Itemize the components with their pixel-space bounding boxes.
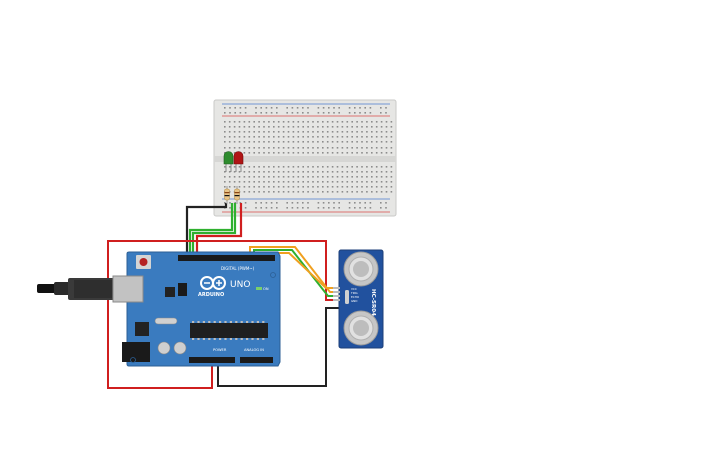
usb-port (112, 275, 144, 303)
wires (107, 203, 340, 389)
board-model-label: UNO (230, 280, 250, 290)
ultrasonic-sensor[interactable]: VCC TRIG ECHO GND HC-SR04 (333, 249, 384, 349)
arduino-logo-text: ARDUINO (198, 292, 224, 298)
crystal-oscillator (154, 317, 178, 325)
analog-header[interactable] (240, 357, 273, 363)
atmega-chip (190, 321, 268, 340)
sensor-pin-vcc: VCC (351, 287, 357, 291)
resistor-1[interactable] (224, 186, 230, 204)
voltage-regulator (135, 322, 149, 336)
arduino-logo (200, 276, 226, 290)
breadboard[interactable] (213, 99, 397, 217)
wire-green-led[interactable] (188, 203, 234, 258)
power-header[interactable] (189, 357, 235, 363)
arduino-uno[interactable]: ARDUINO UNO DIGITAL (PWM~) POWER ANALOG … (37, 251, 281, 367)
sensor-transducer-bottom (343, 310, 379, 346)
sensor-crystal (345, 290, 349, 304)
wire-ground-breadboard[interactable] (185, 203, 228, 258)
capacitor-2 (173, 341, 187, 355)
mounting-hole-1 (270, 272, 276, 278)
breadboard-holes (224, 107, 393, 209)
digital-header[interactable] (178, 255, 275, 261)
usb-chip (165, 287, 175, 297)
icsp-header (178, 283, 187, 296)
sensor-pins[interactable] (333, 287, 340, 301)
reset-button-cap[interactable] (139, 258, 148, 266)
wire-red-led[interactable] (195, 203, 243, 258)
power-jack (122, 342, 150, 362)
wire-ground-sensor[interactable] (217, 307, 340, 387)
sensor-model-label: HC-SR04 (370, 289, 376, 316)
led-red[interactable] (233, 151, 244, 173)
wire-power-loop[interactable] (107, 240, 340, 389)
usb-cable (37, 278, 118, 300)
wire-green-led-2[interactable] (191, 203, 237, 258)
mounting-hole-2 (130, 357, 136, 363)
sensor-pin-echo: ECHO (351, 295, 360, 299)
sensor-transducer-top (343, 251, 379, 287)
analog-header-label: ANALOG IN (244, 348, 264, 352)
sensor-pin-gnd: GND (351, 299, 357, 303)
capacitor-1 (157, 341, 171, 355)
breadboard-channel (214, 156, 396, 162)
led-green[interactable] (223, 151, 234, 173)
on-led-label: ON (263, 287, 269, 291)
on-led (256, 287, 262, 290)
digital-header-label: DIGITAL (PWM~) (221, 266, 255, 271)
resistor-2[interactable] (234, 186, 240, 204)
power-header-label: POWER (213, 348, 227, 352)
sensor-pin-trig: TRIG (350, 291, 358, 295)
